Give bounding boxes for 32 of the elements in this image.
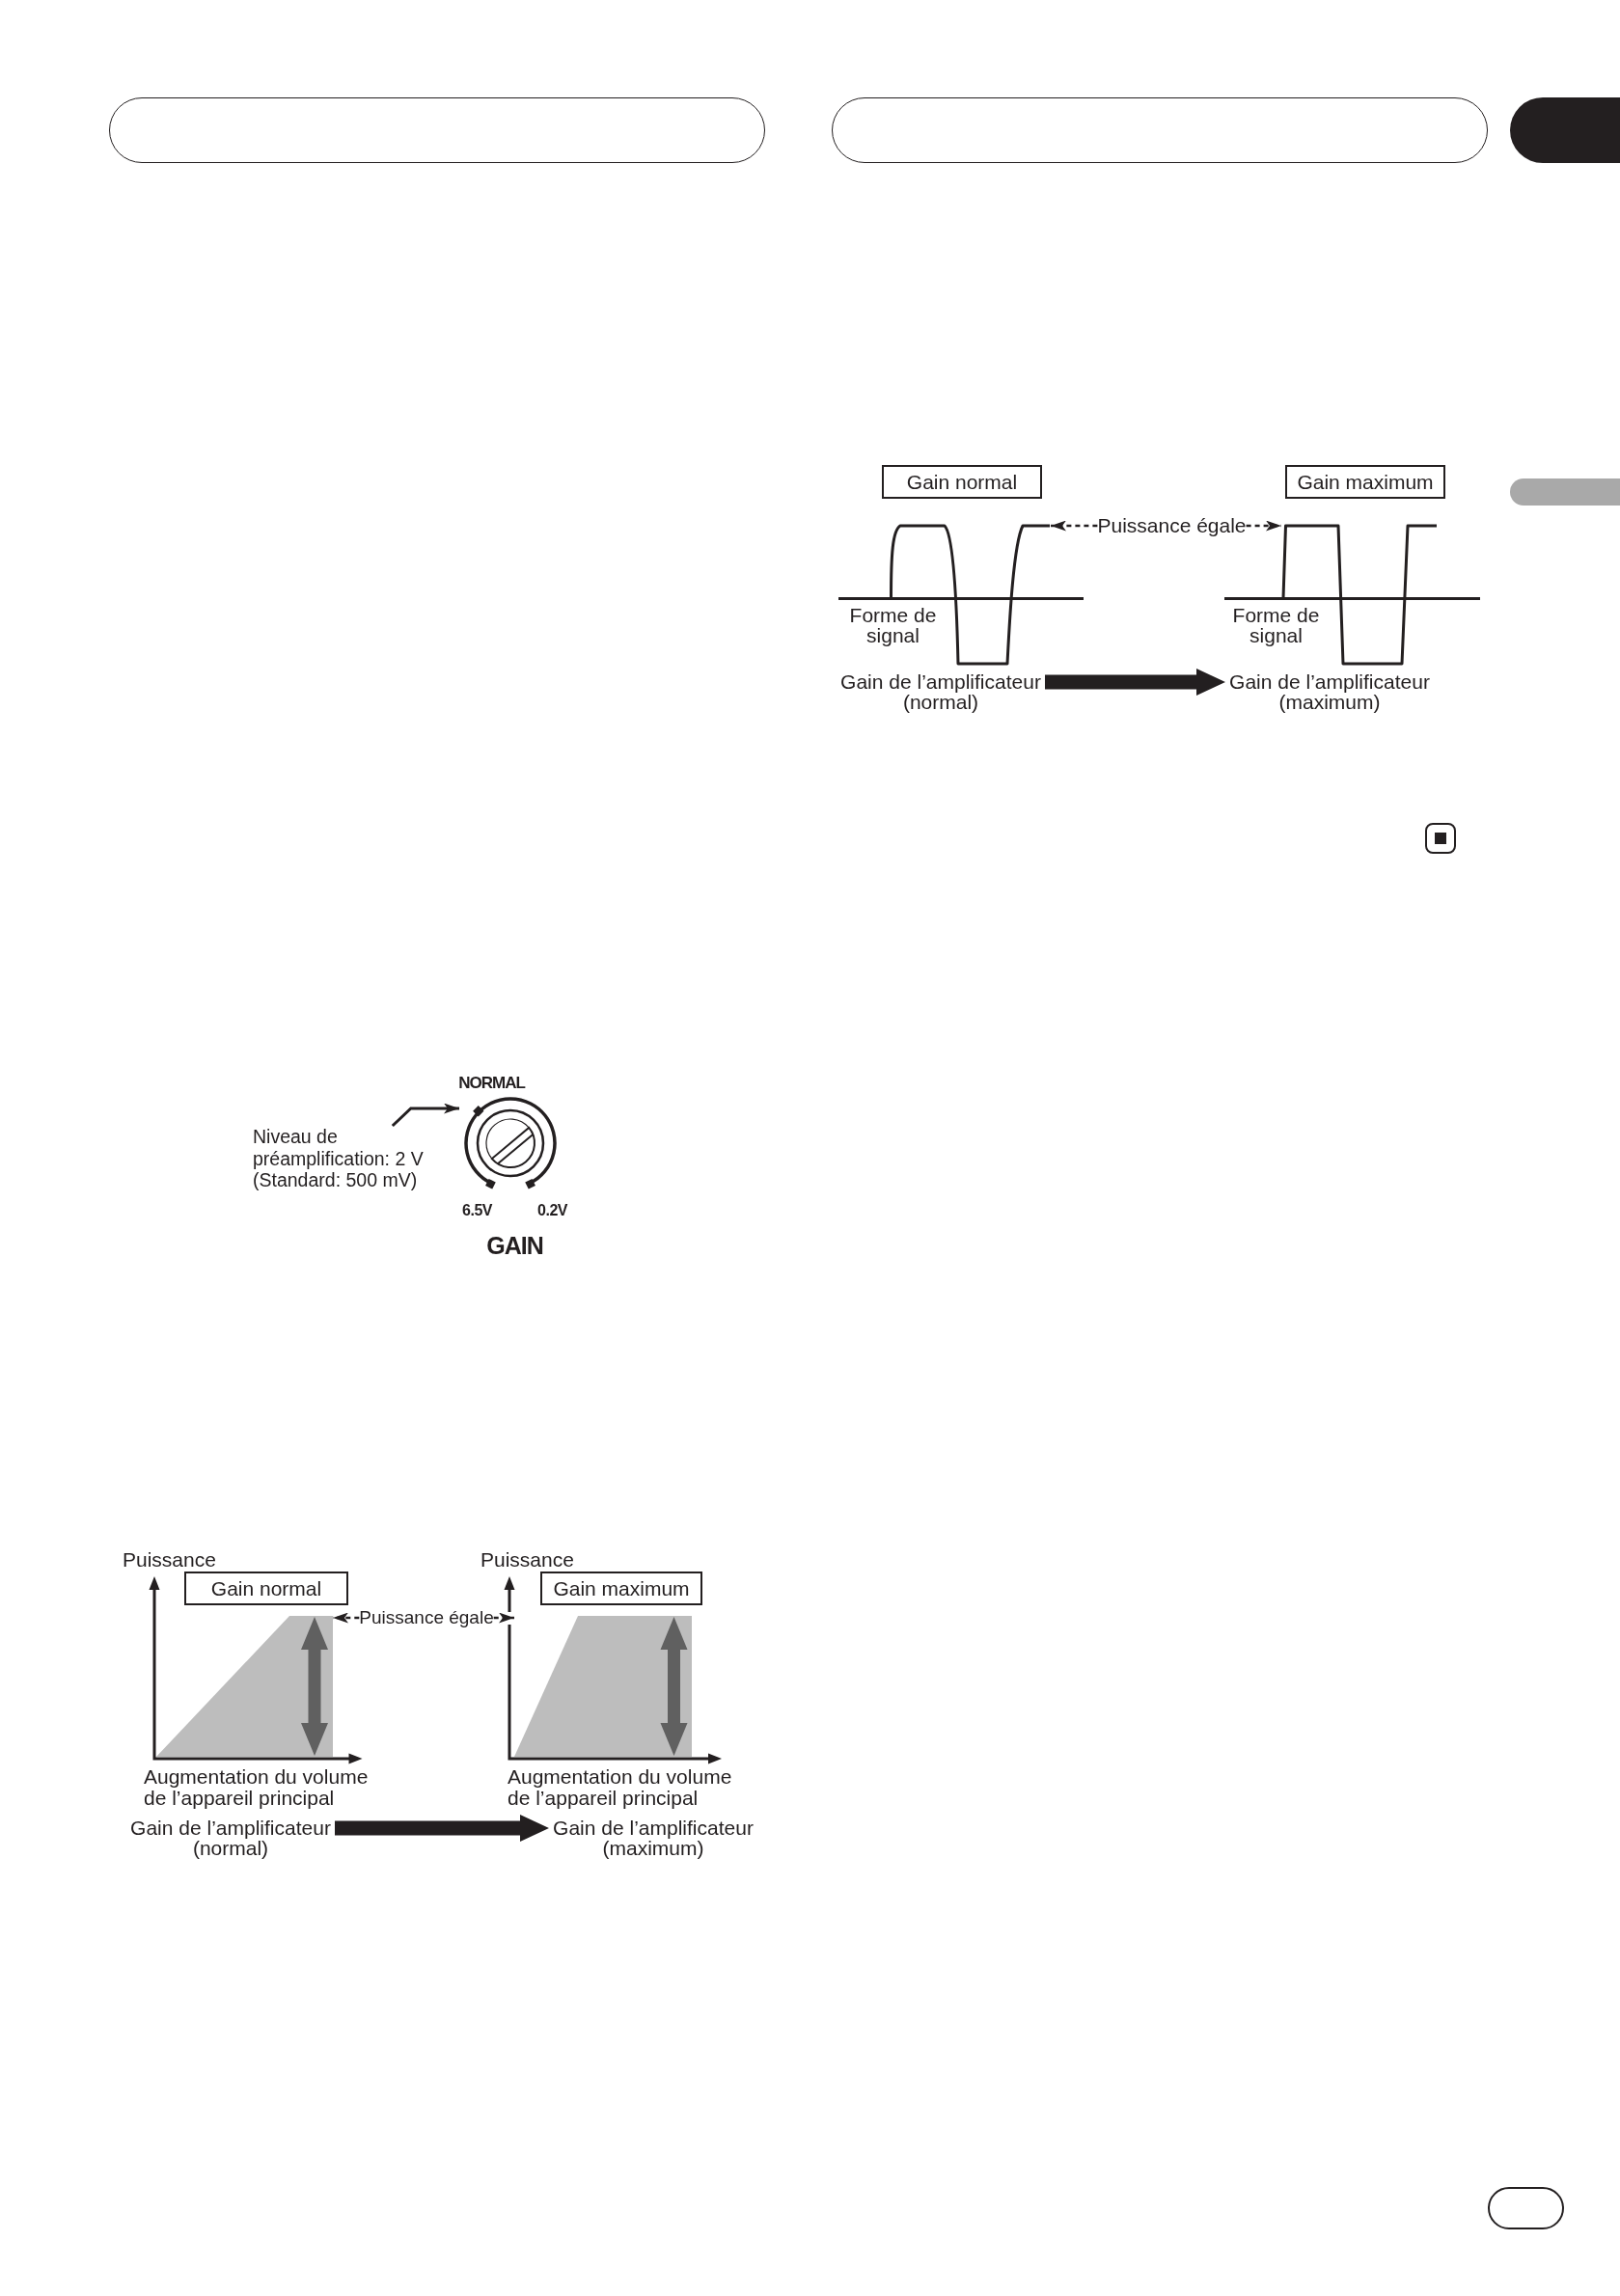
axis-label: Puissance [123, 1548, 216, 1572]
caption-text: Gain de l’amplificateur (normal) [126, 1818, 335, 1858]
axis-label: Augmentation du volume de l’appareil principal [508, 1766, 733, 1809]
annotation-text: Puissance égale [1097, 514, 1247, 537]
dial-title: GAIN [486, 1233, 543, 1258]
block-arrow [335, 1815, 549, 1842]
dial-marking: NORMAL [458, 1075, 525, 1092]
heading-box: Gain maximum [1285, 465, 1445, 499]
leader-arrow [391, 1103, 459, 1128]
dotted-arrow [1246, 520, 1281, 532]
waveform-caption: Forme de signal [848, 605, 938, 645]
dial-marking: 0.2V [537, 1202, 567, 1218]
annotation-text: Niveau de préamplification: 2 V (Standard: 500 mV) [253, 1126, 434, 1191]
axis-label: Puissance [481, 1548, 574, 1572]
dotted-arrow [493, 1612, 514, 1624]
caption-text: Gain de l’amplificateur (maximum) [549, 1818, 757, 1858]
power-area-graph [514, 1616, 692, 1757]
dial-marking: 6.5V [462, 1202, 492, 1218]
block-arrow [1045, 669, 1225, 696]
power-area-graph [156, 1616, 333, 1757]
heading-box: Gain normal [184, 1572, 348, 1605]
annotation-text: Puissance égale [359, 1607, 494, 1628]
caption-text: Gain de l’amplificateur (normal) [837, 671, 1045, 712]
side-tab [1510, 478, 1620, 506]
waveform-caption: Forme de signal [1231, 605, 1321, 645]
heading-box: Gain normal [882, 465, 1042, 499]
heading-box: Gain maximum [540, 1572, 702, 1605]
axis-label: Augmentation du volume de l’appareil principal [144, 1766, 370, 1809]
dotted-arrow [333, 1612, 360, 1624]
caption-text: Gain de l’amplificateur (maximum) [1225, 671, 1434, 712]
dotted-arrow [1051, 520, 1098, 532]
chapter-tab [1510, 97, 1620, 163]
